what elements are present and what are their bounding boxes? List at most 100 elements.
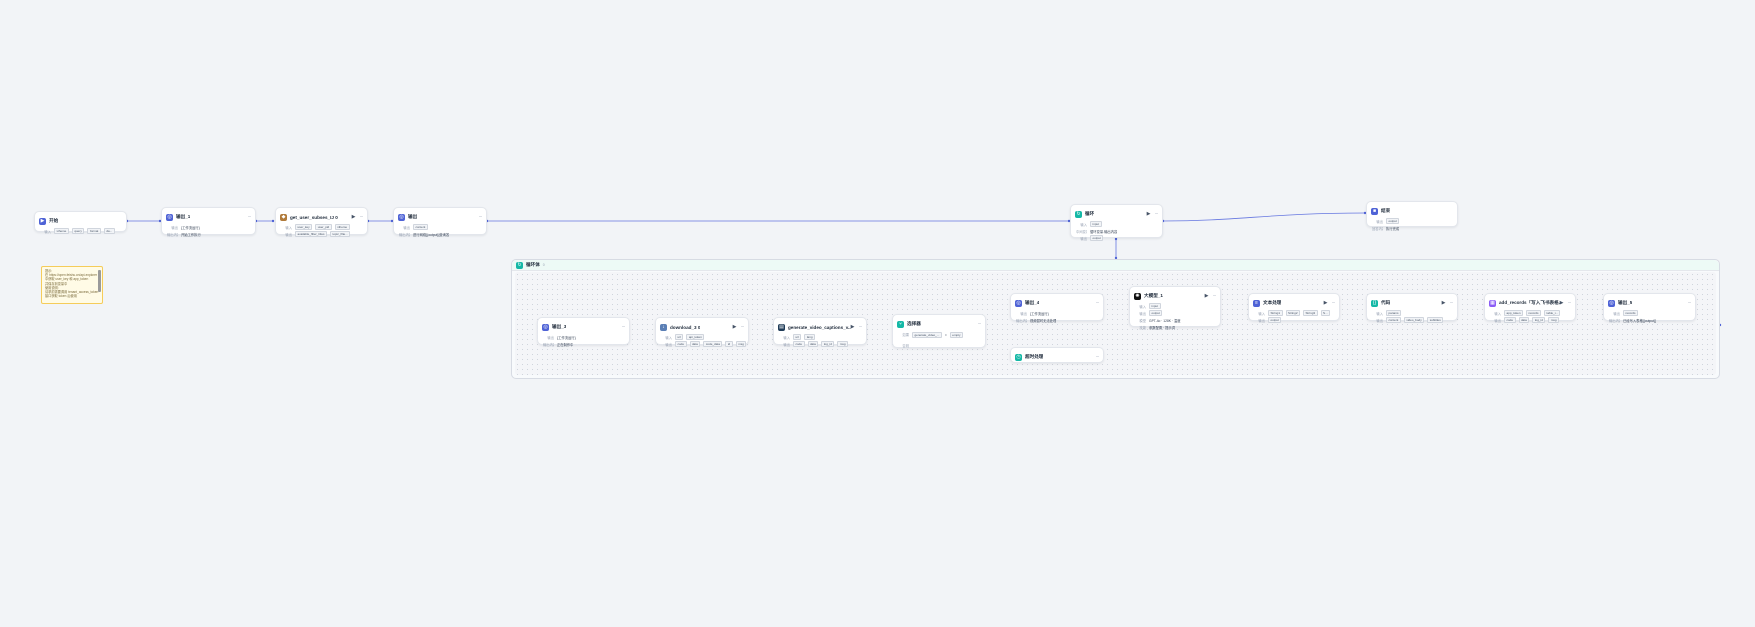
node-add-records[interactable]: ▦ add_records「写入飞书表格... 0 ▶··· 输入 app_to… [1484, 293, 1576, 323]
run-icon[interactable]: ▶ [1559, 300, 1564, 306]
param-tag: records [1623, 310, 1639, 316]
note-scrollbar[interactable] [98, 270, 101, 292]
node-download[interactable]: ↓ download_3 0 ▶··· 输入 url api_token 输出 … [655, 317, 749, 347]
run-icon[interactable]: ▶ [1204, 293, 1209, 299]
param-tag: log_id [821, 341, 835, 347]
node-end[interactable]: ■ 结束 输出 output 回答内容 执行完成 [1366, 201, 1458, 231]
param-tag: video_body [1403, 317, 1425, 323]
field-label: 否则 [902, 343, 909, 348]
param-tag: input [1149, 303, 1161, 309]
more-icon[interactable]: ··· [1154, 211, 1159, 217]
node-title: generate_video_captions_v... 0 [788, 324, 851, 330]
node-output-2[interactable]: ◎ 输出 ··· 输出 content 输出内容 进行网络[{output}]查… [393, 207, 487, 237]
field-value: 进行网络[{output}]查询答 [413, 232, 450, 237]
run-icon[interactable]: ▶ [351, 214, 356, 220]
param-tag: content [413, 224, 428, 230]
param-tag: input [1090, 221, 1102, 227]
more-icon[interactable]: ··· [1331, 300, 1336, 306]
param-tag: code [675, 341, 687, 347]
more-icon[interactable]: ··· [359, 214, 364, 220]
node-title: 结束 [1381, 208, 1391, 213]
node-output-1[interactable]: ◎ 输出_1 ··· 输出 {工作流运行} 输出内容 开始工作执行 [161, 207, 256, 237]
param-tag: url [793, 334, 802, 340]
node-title: 循环 [1085, 211, 1095, 216]
field-label: 输入 [665, 335, 672, 340]
branch-icon: ⑂ [897, 320, 904, 328]
param-tag: msg [1548, 317, 1560, 323]
param-tag: msg [735, 341, 747, 347]
param-tag: output [1149, 310, 1163, 316]
param-tag: subtitles [1427, 317, 1444, 323]
field-label: 输出内容 [543, 342, 554, 347]
node-condition[interactable]: ⑂ 选择器 ··· 如果 generate_video_... = empty … [892, 314, 986, 348]
run-icon[interactable]: ▶ [1441, 300, 1446, 306]
more-icon[interactable]: ··· [621, 324, 626, 330]
loop-body-group[interactable]: ↻ 循环体 0 [511, 259, 1720, 379]
output-icon: ◎ [1015, 299, 1022, 307]
field-label: 输出 [1376, 318, 1383, 323]
node-timeout[interactable]: ◷ 超时处理 ··· [1010, 347, 1104, 363]
more-icon[interactable]: ··· [858, 324, 863, 330]
more-icon[interactable]: ··· [247, 214, 252, 220]
field-label: 输入 [783, 335, 790, 340]
param-tag: api_token [686, 334, 705, 340]
more-icon[interactable]: ··· [1095, 300, 1100, 306]
field-label: 输出 [403, 225, 410, 230]
field-label: 输入 [1258, 311, 1265, 316]
param-tag: records [1526, 310, 1542, 316]
more-icon[interactable]: ··· [1095, 354, 1100, 360]
node-text-process[interactable]: ≡ 文本处理 ▶··· 输入 String1 String2 String3 S… [1248, 293, 1340, 323]
more-icon[interactable]: ··· [1449, 300, 1454, 306]
more-icon[interactable]: ··· [977, 321, 982, 327]
node-code[interactable]: {} 代码 ▶··· 输入 params 输出 content video_bo… [1366, 293, 1458, 323]
field-label: 输出 [547, 335, 554, 340]
node-title: 大模型_1 [1144, 293, 1163, 298]
node-title: 输出 [408, 214, 418, 219]
param-tag: id [725, 341, 733, 347]
run-icon[interactable]: ▶ [1323, 300, 1328, 306]
output-icon: ◎ [398, 213, 405, 221]
more-icon[interactable]: ··· [1687, 300, 1692, 306]
param-tag: String1 [1268, 310, 1283, 316]
node-title: 超时处理 [1025, 354, 1044, 359]
output-icon: ◎ [1608, 299, 1615, 307]
node-get-user[interactable]: ◆ get_user_subses_IJ 0 ▶··· 输入 user_key … [275, 207, 368, 237]
node-output-3[interactable]: ◎ 输出_3 ··· 输出 {工作流运行} 输出内容 正在制作中 [537, 317, 630, 347]
field-value: {工作流运行} [181, 225, 200, 230]
node-output-5[interactable]: ◎ 输出_5 ··· 输出 records 输出内容 已经写入表格[{outpu… [1603, 293, 1696, 323]
field-label: 技能 [1139, 325, 1146, 330]
run-icon[interactable]: ▶ [850, 324, 855, 330]
node-title: 输出_1 [176, 214, 191, 219]
param-tag: params [1386, 310, 1402, 316]
more-icon[interactable]: ··· [478, 214, 483, 220]
param-tag: data [1518, 317, 1530, 323]
loop-icon: ↻ [1075, 210, 1082, 218]
field-label: 输入 [1494, 311, 1501, 316]
note-line: 提示: [45, 269, 53, 273]
param-tag: xtheme [334, 224, 350, 230]
node-loop[interactable]: ↻ 循环 ▶··· 输入 input 中间变量 循环变量.输出内容 输出 out… [1070, 204, 1163, 241]
param-tag: output [1386, 218, 1400, 224]
field-label: 如果 [902, 333, 909, 337]
param-tag: empty [949, 331, 963, 338]
output-icon: ◎ [542, 323, 549, 331]
node-generate-captions[interactable]: ▤ generate_video_captions_v... 0 ▶··· 输入… [773, 317, 867, 347]
param-tag: format [87, 228, 101, 234]
run-icon[interactable]: ▶ [732, 324, 737, 330]
param-tag: String3 [1303, 310, 1318, 316]
node-start[interactable]: ▶ 开始 输入 xtheme query format da... [34, 211, 127, 234]
field-value: 视频暂时无法处理 [1030, 318, 1057, 323]
param-tag: code_data [703, 341, 723, 347]
node-llm[interactable]: ✺ 大模型_1 ▶··· 输入 input 输出 output 模型 GPT-4… [1129, 286, 1221, 330]
end-icon: ■ [1371, 207, 1378, 215]
field-label: 输出 [285, 232, 292, 237]
comment-note[interactable]: 提示: 在 https://open.feishu.cn/api-explore… [41, 266, 103, 304]
node-output-4[interactable]: ◎ 输出_4 ··· 输出 {工作流运行} 输出内容 视频暂时无法处理 [1010, 293, 1104, 323]
more-icon[interactable]: ··· [740, 324, 745, 330]
group-extra: 0 [542, 263, 545, 267]
more-icon[interactable]: ··· [1212, 293, 1217, 299]
more-icon[interactable]: ··· [1567, 300, 1572, 306]
node-title: 输出_4 [1025, 300, 1040, 305]
run-icon[interactable]: ▶ [1146, 211, 1151, 217]
